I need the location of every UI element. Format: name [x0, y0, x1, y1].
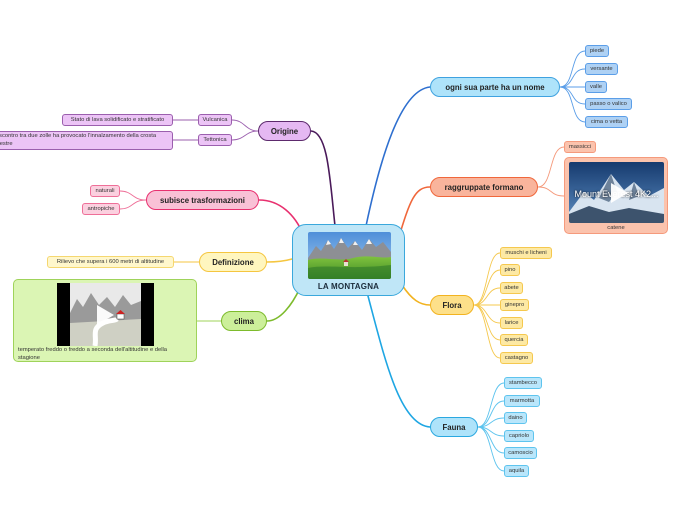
topic-flora-label: Flora — [442, 300, 462, 310]
leaf-capriolo[interactable]: capriolo — [504, 430, 534, 442]
leaf-quercia[interactable]: quercia — [500, 334, 528, 346]
leaf-antropiche[interactable]: antropiche — [82, 203, 120, 215]
topic-origine-label: Origine — [270, 126, 299, 136]
leaf-abete[interactable]: abete — [500, 282, 523, 294]
leaf-piede[interactable]: piede — [585, 45, 609, 57]
central-topic-title: LA MONTAGNA — [317, 282, 380, 291]
topic-raggruppate-label: raggruppate formano — [444, 182, 524, 192]
link-clima — [266, 287, 301, 322]
leaf-definizione-desc[interactable]: Rilievo che supera i 600 metri di altitu… — [47, 256, 174, 268]
topic-ogni-sua-parte-label: ogni sua parte ha un nome — [445, 82, 545, 92]
leaf-daino[interactable]: daino — [504, 412, 527, 424]
leaf-castagno[interactable]: castagno — [500, 352, 533, 364]
leaf-stambecco[interactable]: stambecco — [504, 377, 542, 389]
play-icon[interactable] — [97, 305, 114, 325]
leaf-naturali[interactable]: naturali — [90, 185, 120, 197]
link-fauna — [367, 295, 431, 428]
topic-clima-label: clima — [234, 316, 254, 326]
topic-clima[interactable]: clima — [221, 311, 267, 331]
video-card-catene[interactable]: Mount Everest 4K2... catene — [564, 157, 668, 234]
link-definizione — [266, 258, 293, 263]
link-ogni-sua-parte — [365, 86, 431, 227]
leaf-versante[interactable]: versante — [585, 63, 618, 75]
video-thumbnail-clima[interactable] — [57, 283, 154, 346]
leaf-ginepro[interactable]: ginepro — [500, 299, 529, 311]
topic-definizione[interactable]: Definizione — [199, 252, 267, 272]
topic-fauna-label: Fauna — [442, 422, 466, 432]
mountain-photo — [308, 232, 391, 279]
leaf-tettonica-desc[interactable]: Lo scontro tra due zolle ha provocato l'… — [0, 131, 173, 150]
leaf-tettonica[interactable]: Tettonica — [198, 134, 232, 146]
leaf-vulcanica-desc[interactable]: Stato di lava solidificato e stratificat… — [62, 114, 173, 126]
topic-trasformazioni[interactable]: subisce trasformazioni — [146, 190, 259, 210]
link-origine — [310, 130, 336, 227]
leaf-massicci[interactable]: massicci — [564, 141, 596, 153]
leaf-pino[interactable]: pino — [500, 264, 520, 276]
topic-trasformazioni-label: subisce trasformazioni — [160, 195, 245, 205]
topic-fauna[interactable]: Fauna — [430, 417, 478, 437]
topic-raggruppate[interactable]: raggruppate formano — [430, 177, 538, 197]
central-topic[interactable]: LA MONTAGNA — [292, 224, 405, 296]
video-thumbnail-everest[interactable]: Mount Everest 4K2... — [569, 162, 664, 223]
topic-origine[interactable]: Origine — [258, 121, 311, 141]
leaf-larice[interactable]: larice — [500, 317, 523, 329]
play-icon[interactable] — [611, 183, 628, 203]
topic-ogni-sua-parte[interactable]: ogni sua parte ha un nome — [430, 77, 560, 97]
leaf-marmotta[interactable]: marmotta — [504, 395, 540, 407]
link-flora — [401, 284, 431, 306]
clima-desc: temperato freddo o freddo a seconda dell… — [18, 347, 168, 361]
topic-definizione-label: Definizione — [212, 257, 254, 267]
leaf-vulcanica[interactable]: Vulcanica — [198, 114, 232, 126]
video-card-clima[interactable]: temperato freddo o freddo a seconda dell… — [13, 279, 197, 362]
leaf-aquila[interactable]: aquila — [504, 465, 529, 477]
leaf-muschi-e-licheni[interactable]: muschi e licheni — [500, 247, 552, 259]
leaf-cima-o-vetta[interactable]: cima o vetta — [585, 116, 628, 128]
leaf-valle[interactable]: valle — [585, 81, 607, 93]
topic-flora[interactable]: Flora — [430, 295, 474, 315]
video-caption: catene — [607, 225, 625, 231]
leaf-passo-o-valico[interactable]: passo o valico — [585, 98, 632, 110]
leaf-camoscio[interactable]: camoscio — [504, 447, 537, 459]
